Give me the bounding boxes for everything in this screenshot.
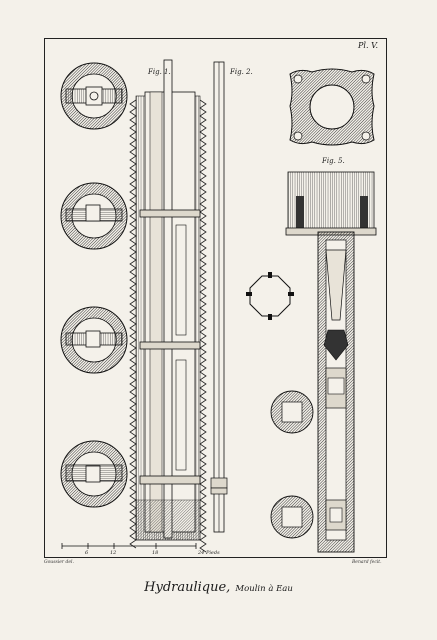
cross-section-1 — [60, 62, 128, 130]
fig1-label: Fig. 1. — [148, 68, 171, 76]
cross-section-3 — [60, 306, 128, 374]
fig2-label: Fig. 2. — [230, 68, 253, 76]
plate-number: Pl. V. — [358, 41, 378, 50]
fig1-pump-column — [129, 59, 207, 553]
octagon-ring — [246, 272, 294, 320]
title-subtitle: Moulin à Eau — [235, 584, 293, 594]
scale-tick-6: 6 — [85, 550, 89, 556]
scale-tick-12: 12 — [110, 550, 117, 556]
detail-circle-top — [270, 390, 314, 434]
fig2-rod — [210, 61, 228, 533]
credit-draftsman: Goussier del. — [44, 560, 74, 565]
scale-bar — [61, 543, 197, 549]
fig5-label: Fig. 5. — [322, 157, 345, 165]
cross-section-4 — [60, 440, 128, 508]
fig5-valve-assembly — [285, 171, 377, 553]
credit-engraver: Benard fecit. — [352, 560, 382, 565]
title-main: Hydraulique, — [144, 580, 231, 595]
detail-circle-bottom — [270, 495, 314, 539]
scale-unit: 24 Pieds — [198, 550, 220, 556]
cross-section-2 — [60, 182, 128, 250]
plate-title: Hydraulique, Moulin à Eau — [0, 576, 437, 595]
scale-tick-18: 18 — [152, 550, 159, 556]
flange-plate — [289, 68, 375, 146]
